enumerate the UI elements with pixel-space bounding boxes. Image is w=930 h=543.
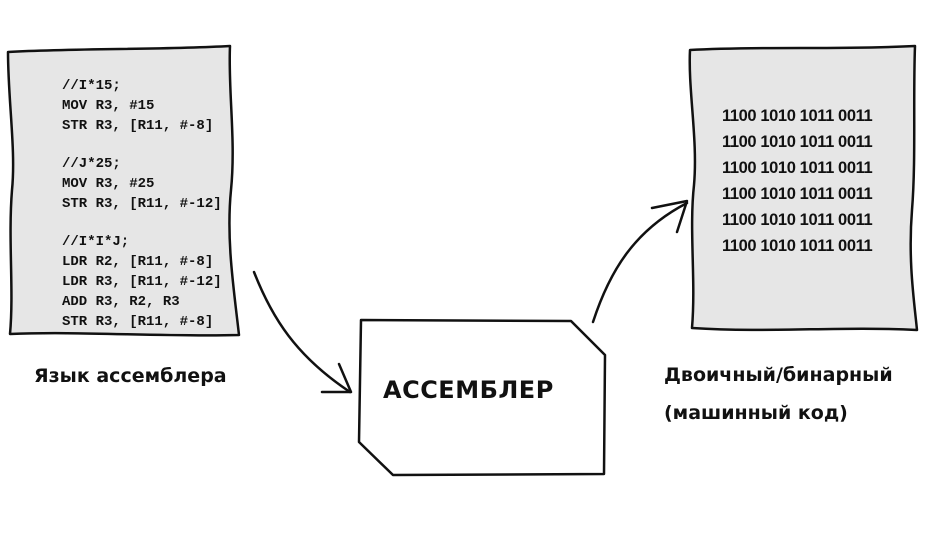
output-label-line2: (машинный код) bbox=[664, 402, 848, 424]
code-line: //I*15; bbox=[62, 78, 121, 94]
binary-line: 1100 1010 1011 0011 bbox=[722, 185, 873, 203]
output-paper bbox=[688, 44, 919, 332]
binary-line: 1100 1010 1011 0011 bbox=[722, 107, 873, 125]
code-line: //I*I*J; bbox=[62, 234, 130, 250]
source-paper bbox=[6, 44, 241, 337]
code-line: STR R3, [R11, #-8] bbox=[62, 118, 214, 134]
code-line: //J*25; bbox=[62, 156, 121, 172]
code-spacer bbox=[62, 214, 222, 232]
binary-line: 1100 1010 1011 0011 bbox=[722, 133, 873, 151]
code-spacer bbox=[62, 136, 222, 154]
code-line: STR R3, [R11, #-12] bbox=[62, 196, 222, 212]
arrow-to-output bbox=[591, 201, 689, 324]
arrow-to-assembler-head bbox=[320, 362, 353, 394]
arrow-to-assembler bbox=[252, 270, 352, 394]
code-line: ADD R3, R2, R3 bbox=[62, 294, 180, 310]
code-line: MOV R3, #15 bbox=[62, 98, 155, 114]
code-line: MOV R3, #25 bbox=[62, 176, 155, 192]
source-label: Язык ассемблера bbox=[34, 365, 227, 387]
code-line: LDR R2, [R11, #-8] bbox=[62, 254, 214, 270]
binary-line: 1100 1010 1011 0011 bbox=[722, 159, 873, 177]
code-line: STR R3, [R11, #-8] bbox=[62, 314, 214, 330]
assembler-box bbox=[357, 318, 607, 477]
binary-line: 1100 1010 1011 0011 bbox=[722, 237, 873, 255]
assembler-title: АССЕМБЛЕР bbox=[383, 376, 554, 404]
binary-code: 1100 1010 1011 0011 1100 1010 1011 0011 … bbox=[722, 103, 873, 259]
code-line: LDR R3, [R11, #-12] bbox=[62, 274, 222, 290]
assembly-code: //I*15; MOV R3, #15 STR R3, [R11, #-8] /… bbox=[62, 76, 222, 332]
output-label-line1: Двоичный/бинарный bbox=[664, 364, 893, 386]
binary-line: 1100 1010 1011 0011 bbox=[722, 211, 873, 229]
arrow-to-output-head bbox=[650, 199, 689, 234]
